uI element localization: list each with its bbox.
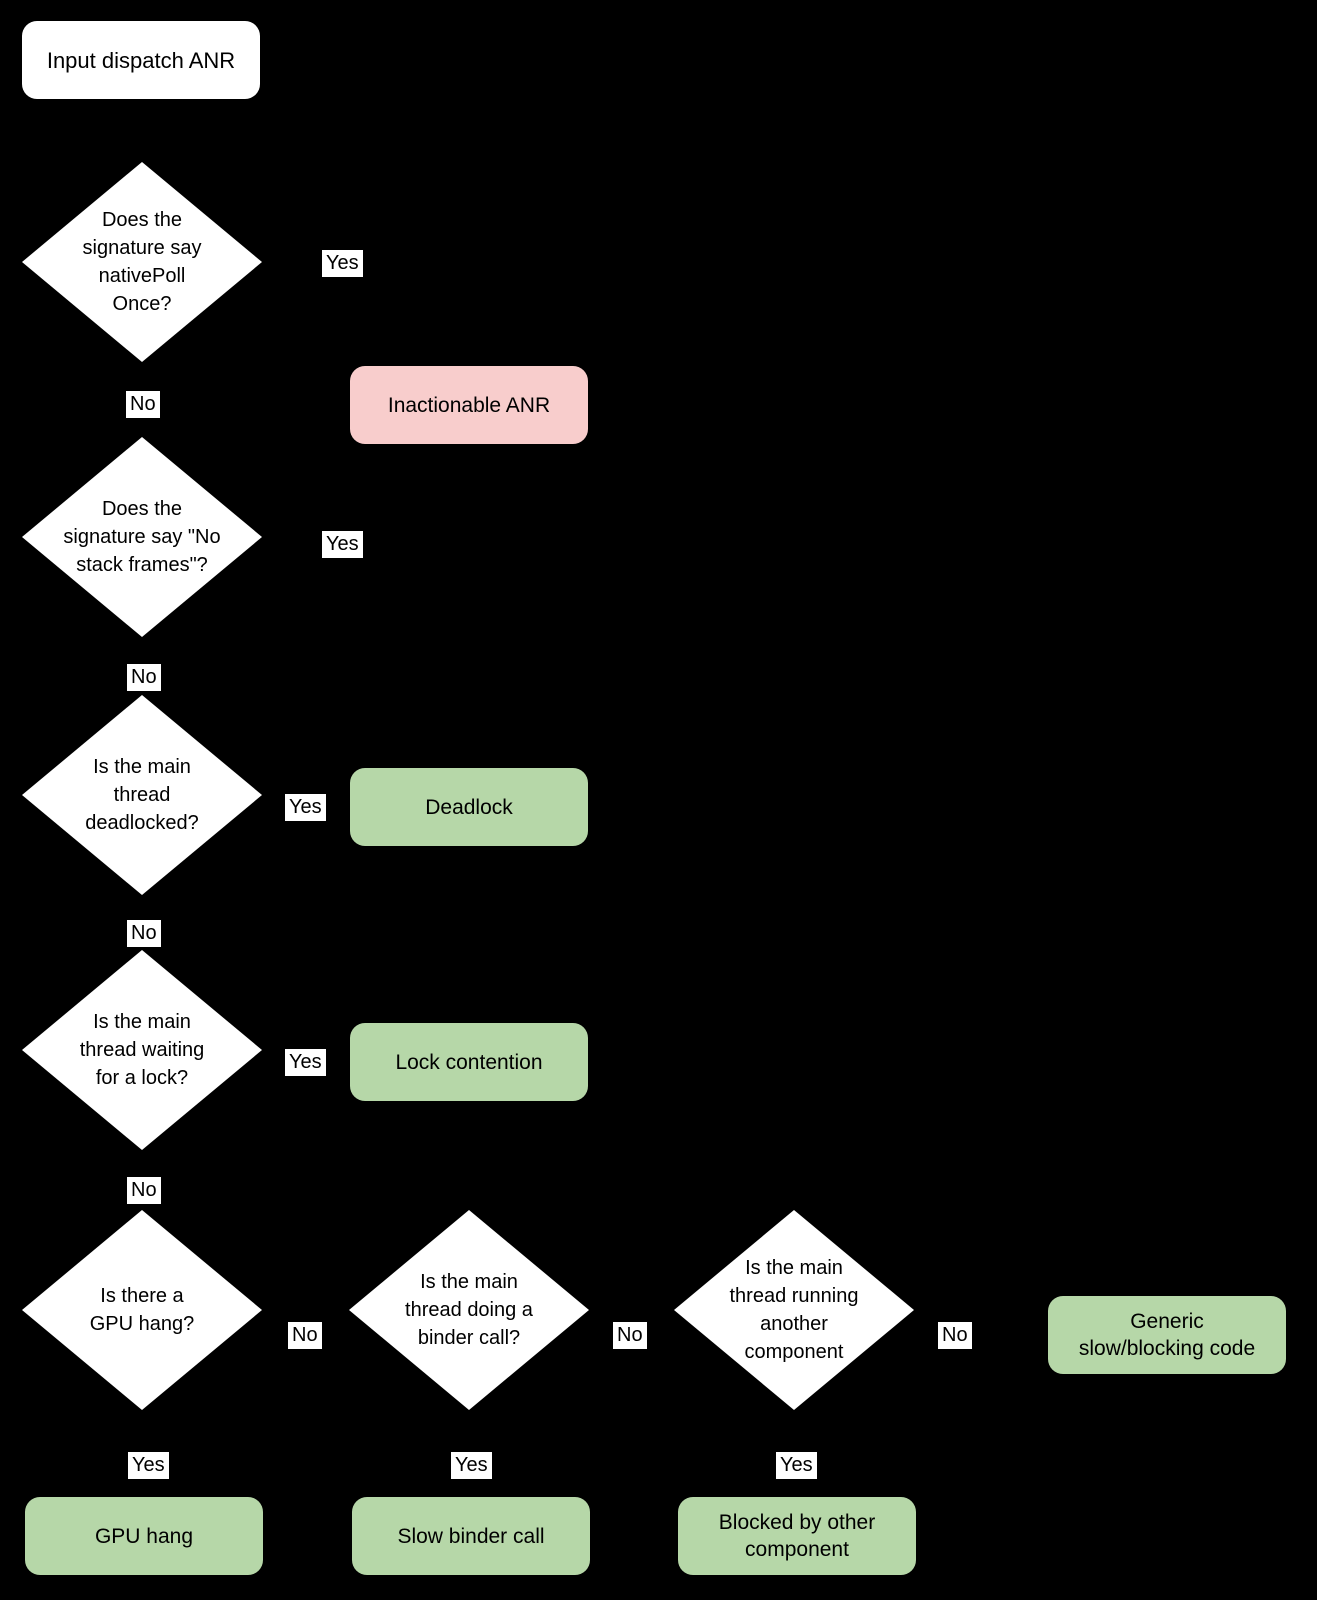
decision-running-another-component: Is the main thread running another compo… [674, 1210, 914, 1410]
edge-label-nostackframes-no: No [127, 664, 161, 691]
edge-label-bindercall-no: No [613, 1322, 647, 1349]
edge-label-nostackframes-yes: Yes [322, 531, 363, 558]
edge-label-deadlocked-no: No [127, 920, 161, 947]
decision-main-thread-deadlocked: Is the main thread deadlocked? [22, 695, 262, 895]
outcome-generic-slow-blocking-code: Generic slow/blocking code [1048, 1296, 1286, 1374]
edge-label-gpuhang-yes: Yes [128, 1452, 169, 1479]
edge-label-bindercall-yes: Yes [451, 1452, 492, 1479]
node-input-dispatch-anr: Input dispatch ANR [22, 21, 260, 99]
decision-label: Is the main thread running another compo… [729, 1257, 859, 1363]
outcome-inactionable-anr: Inactionable ANR [350, 366, 588, 444]
decision-label: Does the signature say "No stack frames"… [63, 498, 221, 576]
outcome-blocked-by-other-component: Blocked by other component [678, 1497, 916, 1575]
edge-label-anothercomponent-yes: Yes [776, 1452, 817, 1479]
edge-label-waitinglock-no: No [127, 1177, 161, 1204]
edge-label-waitinglock-yes: Yes [285, 1049, 326, 1076]
decision-label: Is the main thread waiting for a lock? [79, 1011, 205, 1089]
outcome-gpu-hang: GPU hang [25, 1497, 263, 1575]
outcome-deadlock: Deadlock [350, 768, 588, 846]
decision-main-thread-waiting-lock: Is the main thread waiting for a lock? [22, 950, 262, 1150]
outcome-lock-contention: Lock contention [350, 1023, 588, 1101]
decision-binder-call: Is the main thread doing a binder call? [349, 1210, 589, 1410]
decision-label: Is there a GPU hang? [89, 1285, 195, 1335]
edge-label-gpuhang-no: No [288, 1322, 322, 1349]
edge-label-anothercomponent-no: No [938, 1322, 972, 1349]
decision-label: Does the signature say nativePoll Once? [82, 209, 202, 315]
decision-signature-nativepollonce: Does the signature say nativePoll Once? [22, 162, 262, 362]
decision-gpu-hang: Is there a GPU hang? [22, 1210, 262, 1410]
edge-label-nativepollonce-yes: Yes [322, 250, 363, 277]
edge-label-nativepollonce-no: No [126, 391, 160, 418]
outcome-slow-binder-call: Slow binder call [352, 1497, 590, 1575]
edge-label-deadlocked-yes: Yes [285, 794, 326, 821]
decision-label: Is the main thread deadlocked? [85, 756, 199, 834]
decision-label: Is the main thread doing a binder call? [405, 1271, 533, 1349]
decision-signature-no-stack-frames: Does the signature say "No stack frames"… [22, 437, 262, 637]
